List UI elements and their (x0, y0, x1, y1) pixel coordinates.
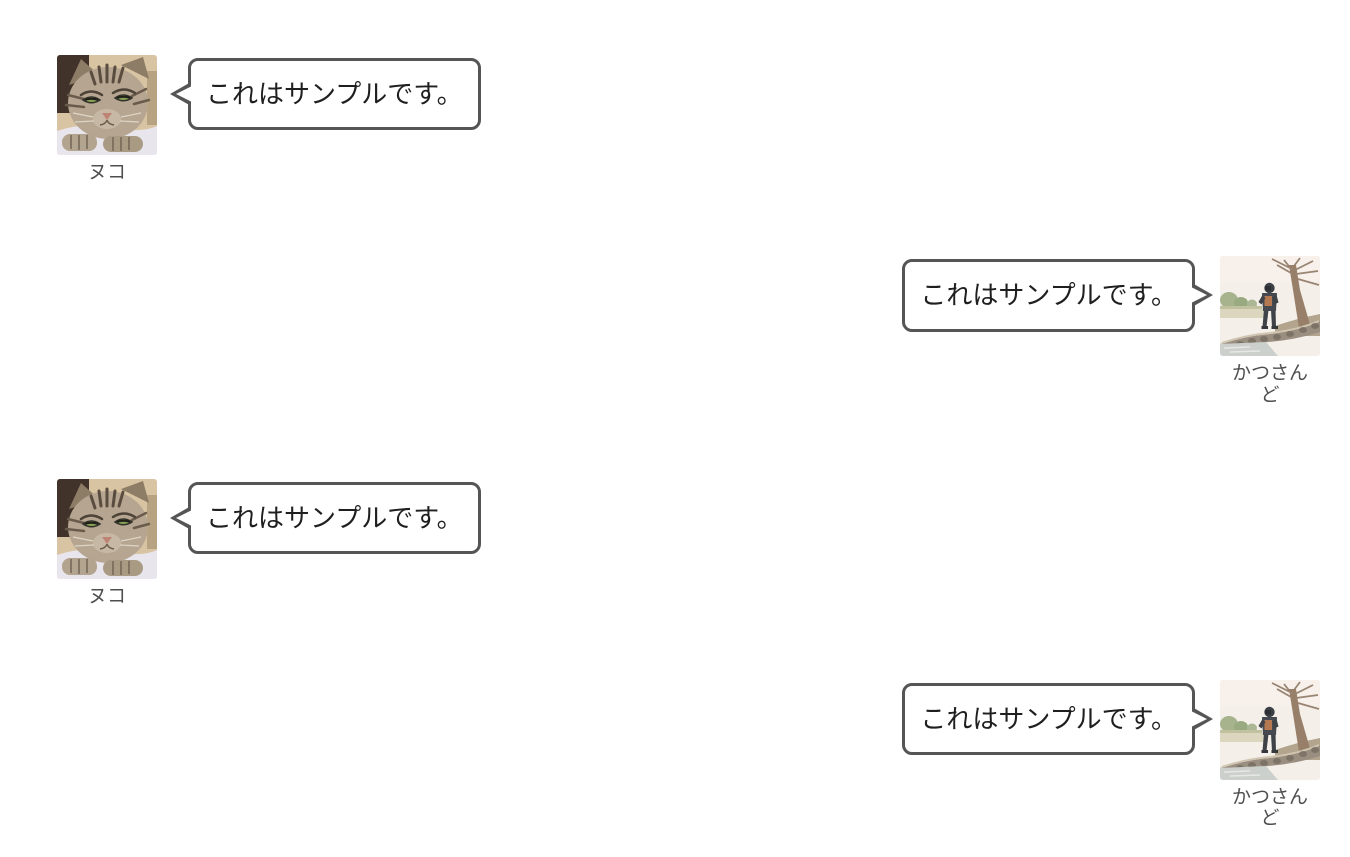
speech-bubble: これはサンプルです。 (902, 259, 1213, 332)
sender-name: かつさんど (1231, 787, 1308, 830)
speech-bubble: これはサンプルです。 (170, 481, 481, 555)
speech-bubble: これはサンプルです。 (170, 58, 481, 131)
message-text: これはサンプルです。 (206, 502, 463, 533)
sender-name: ヌコ (87, 585, 126, 607)
speech-bubble: これはサンプルです。 (902, 683, 1213, 756)
cat-avatar-image (57, 478, 157, 579)
sender-column: かつさんど (1220, 680, 1320, 830)
sender-name: かつさんど (1231, 363, 1308, 406)
person-avatar-image (1220, 256, 1320, 357)
sender-column: かつさんど (1220, 256, 1320, 406)
message-row-left: ヌコ これはサンプルです。 (57, 478, 1320, 607)
message-text: これはサンプルです。 (206, 79, 463, 109)
message-text: これはサンプルです。 (920, 280, 1177, 311)
cat-avatar-image (57, 55, 157, 155)
sender-name: ヌコ (87, 162, 126, 183)
sender-column: ヌコ (57, 55, 157, 183)
message-row-right: かつさんど これはサンプルです。 (57, 256, 1320, 406)
person-avatar-image (1220, 680, 1320, 781)
message-text: これはサンプルです。 (920, 704, 1177, 735)
message-row-left: ヌコ これはサンプルです。 (57, 55, 1320, 183)
sender-column: ヌコ (57, 478, 157, 607)
message-row-right: かつさんど これはサンプルです。 (57, 680, 1320, 830)
